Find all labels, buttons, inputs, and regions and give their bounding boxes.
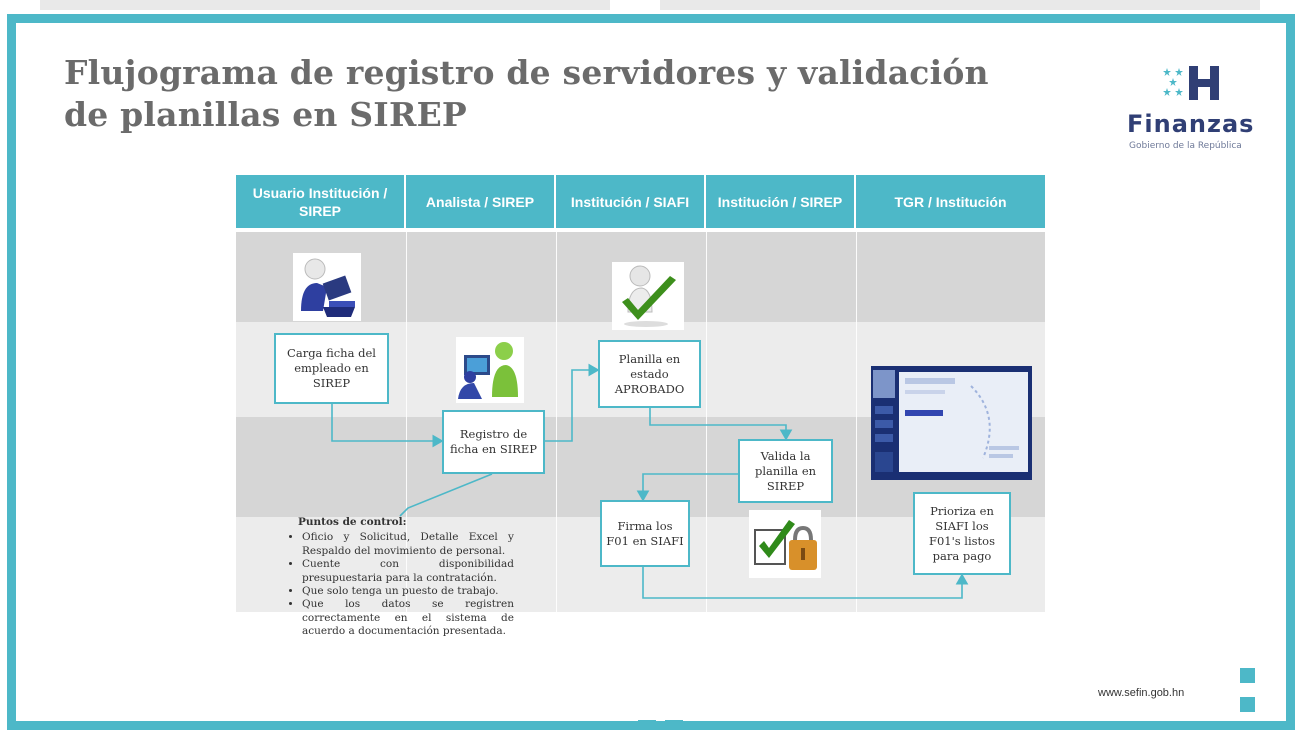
column-header-institucion-sirep: Institución / SIREP xyxy=(706,175,856,228)
control-points-title: Puntos de control: xyxy=(298,516,407,528)
column-header-analista: Analista / SIREP xyxy=(406,175,556,228)
footer-url: www.sefin.gob.hn xyxy=(1098,687,1185,699)
connector-valida-to-firma xyxy=(636,473,738,502)
title-line-1: Flujograma de registro de servidores y v… xyxy=(64,53,989,92)
control-point-item: Que los datos se registren correctamente… xyxy=(302,598,514,638)
lock-check-icon xyxy=(749,510,821,578)
column-divider xyxy=(856,232,857,612)
connector-registro-to-planilla xyxy=(545,363,600,442)
siafi-screen-icon xyxy=(871,366,1032,480)
bottom-decoration xyxy=(665,720,683,730)
connector-firma-to-prioriza xyxy=(642,567,969,599)
step-firma-f01: Firma los F01 en SIAFI xyxy=(600,500,690,567)
step-carga-ficha: Carga ficha del empleado en SIREP xyxy=(274,333,389,404)
step-planilla-aprobado: Planilla en estado APROBADO xyxy=(598,340,701,408)
slide-title: Flujograma de registro de servidores y v… xyxy=(64,52,1064,136)
top-decoration-right xyxy=(660,0,1260,10)
column-divider xyxy=(406,232,407,612)
column-header-tgr: TGR / Institución xyxy=(856,175,1045,228)
column-header-usuario: Usuario Institución / SIREP xyxy=(236,175,406,228)
control-point-item: Que solo tenga un puesto de trabajo. xyxy=(302,585,514,598)
column-divider xyxy=(556,232,557,612)
analyst-at-computer-icon xyxy=(456,337,524,403)
logo-subtitle: Gobierno de la República xyxy=(1129,141,1242,151)
column-divider xyxy=(706,232,707,612)
control-points: Puntos de control: Oficio y Solicitud, D… xyxy=(288,516,514,639)
step-valida-planilla: Valida la planilla en SIREP xyxy=(738,439,833,503)
user-at-computer-icon xyxy=(293,253,361,321)
connector-carga-to-registro xyxy=(331,403,444,448)
footer-square xyxy=(1240,697,1255,712)
honduras-h-icon xyxy=(1163,66,1219,100)
logo-name: Finanzas xyxy=(1127,110,1255,138)
step-prioriza-siafi: Prioriza en SIAFI los F01's listos para … xyxy=(913,492,1011,575)
bottom-decoration xyxy=(638,720,656,730)
connector-registro-to-notes xyxy=(399,473,493,517)
connector-planilla-to-valida xyxy=(649,408,793,441)
approval-check-icon xyxy=(612,262,684,330)
control-point-item: Oficio y Solicitud, Detalle Excel y Resp… xyxy=(302,531,514,558)
control-point-item: Cuente con disponibilidad presupuestaria… xyxy=(302,558,514,585)
column-header-institucion-siafi: Institución / SIAFI xyxy=(556,175,706,228)
control-points-list: Oficio y Solicitud, Detalle Excel y Resp… xyxy=(288,531,514,638)
step-registro-ficha: Registro de ficha en SIREP xyxy=(442,410,545,474)
top-decoration-left xyxy=(40,0,610,10)
footer-square xyxy=(1240,668,1255,683)
title-line-2: de planillas en SIREP xyxy=(64,95,467,134)
